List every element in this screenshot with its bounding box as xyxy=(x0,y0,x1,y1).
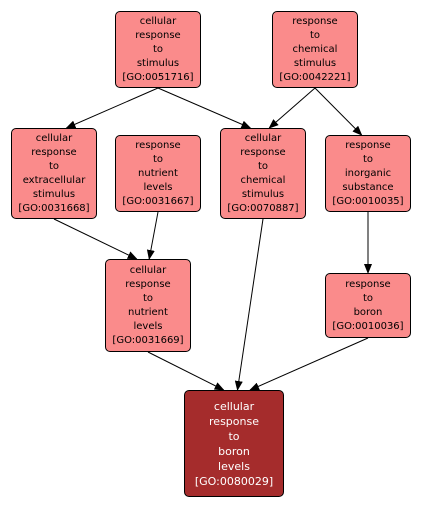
node-go-0070887[interactable]: cellular response to chemical stimulus [… xyxy=(220,128,306,219)
node-go-0042221-label: response to chemical stimulus [GO:004222… xyxy=(279,15,351,83)
node-go-0031667[interactable]: response to nutrient levels [GO:0031667] xyxy=(115,135,201,212)
node-go-0031669-label: cellular response to nutrient levels [GO… xyxy=(112,264,184,346)
edge-n0070887-to-n0080029 xyxy=(234,218,264,391)
node-go-0051716-label: cellular response to stimulus [GO:005171… xyxy=(122,15,194,83)
node-go-0010035-label: response to inorganic substance [GO:0010… xyxy=(332,139,404,207)
node-go-0031668-label: cellular response to extracellular stimu… xyxy=(18,132,90,214)
node-go-0080029-label: cellular response to boron levels [GO:00… xyxy=(194,399,274,488)
edge-n0042221-to-n0070887 xyxy=(268,87,316,129)
edge-n0010036-to-n0080029 xyxy=(249,337,369,391)
edge-n0051716-to-n0031668 xyxy=(65,87,159,129)
node-go-0010035[interactable]: response to inorganic substance [GO:0010… xyxy=(325,135,411,212)
node-go-0031669[interactable]: cellular response to nutrient levels [GO… xyxy=(105,259,191,352)
node-go-0080029[interactable]: cellular response to boron levels [GO:00… xyxy=(184,390,284,497)
node-go-0031667-label: response to nutrient levels [GO:0031667] xyxy=(122,139,194,207)
edge-n0042221-to-n0010035 xyxy=(314,87,363,136)
node-go-0031668[interactable]: cellular response to extracellular stimu… xyxy=(11,128,97,219)
edge-n0031667-to-n0031669 xyxy=(146,211,159,260)
node-go-0070887-label: cellular response to chemical stimulus [… xyxy=(227,132,299,214)
node-go-0042221[interactable]: response to chemical stimulus [GO:004222… xyxy=(272,11,358,88)
node-go-0010036-label: response to boron [GO:0010036] xyxy=(332,278,404,332)
edge-n0031669-to-n0080029 xyxy=(147,351,225,391)
node-go-0051716[interactable]: cellular response to stimulus [GO:005171… xyxy=(115,11,201,88)
edge-n0031668-to-n0031669 xyxy=(53,218,138,260)
edge-n0051716-to-n0070887 xyxy=(157,87,252,129)
node-go-0010036[interactable]: response to boron [GO:0010036] xyxy=(325,273,411,338)
